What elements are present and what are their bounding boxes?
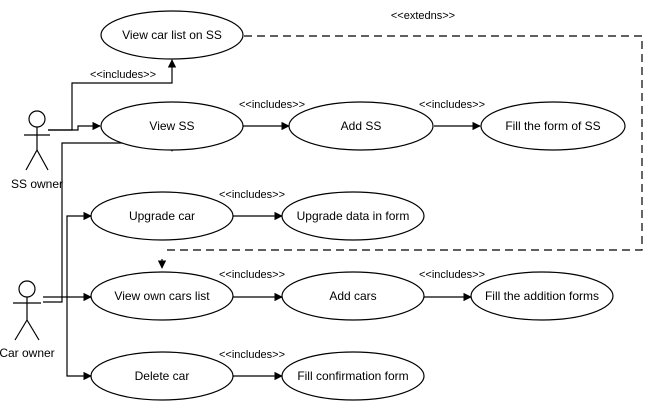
use-case-label: View own cars list (114, 289, 210, 303)
stereotype-includes-addcars: <<includes>> (219, 269, 285, 281)
use-case-label: Add SS (341, 119, 382, 133)
actor-label: Car owner (0, 346, 55, 360)
stereotype-extends: <<extedns>> (391, 10, 455, 22)
use-case-label: Add cars (329, 289, 376, 303)
actor-car-owner[interactable]: Car owner (0, 280, 55, 360)
stereotype-labels: <<extedns>> <<includes>> <<includes>> <<… (90, 10, 485, 361)
actor-leg-icon (26, 319, 40, 341)
use-case-fill-addition-forms[interactable]: Fill the addition forms (470, 271, 614, 321)
stereotype-includes-fillforms: <<includes>> (419, 269, 485, 281)
use-case-fill-confirmation-form[interactable]: Fill confirmation form (281, 351, 425, 401)
edge-extends-dashed (162, 35, 643, 251)
stereotype-includes-upgrade: <<includes>> (219, 189, 285, 201)
use-case-view-ss[interactable]: View SS (100, 101, 244, 151)
use-case-label: Upgrade data in form (297, 209, 410, 223)
use-case-view-car-list-on-ss[interactable]: View car list on SS (100, 10, 244, 60)
actor-head-icon (28, 110, 46, 128)
stereotype-includes-fillform: <<includes>> (419, 99, 485, 111)
actor-ss-owner[interactable]: SS owner (11, 110, 63, 191)
use-case-label: Upgrade car (129, 209, 195, 223)
use-case-label: Fill the addition forms (485, 289, 599, 303)
edge-carowner-upgrade (66, 211, 92, 302)
use-case-label: Delete car (135, 369, 190, 383)
use-case-upgrade-data-in-form[interactable]: Upgrade data in form (281, 191, 425, 241)
use-case-add-ss[interactable]: Add SS (288, 101, 434, 151)
edge-carowner-delete (66, 302, 92, 381)
edge-ssowner-viewss (48, 121, 101, 131)
stereotype-includes-addss: <<includes>> (239, 99, 305, 111)
use-case-view-own-cars-list[interactable]: View own cars list (90, 271, 234, 321)
stereotype-includes-confirm: <<includes>> (219, 349, 285, 361)
actor-leg-icon (25, 149, 38, 171)
actor-leg-icon (36, 149, 49, 171)
use-case-fill-form-of-ss[interactable]: Fill the form of SS (480, 101, 626, 151)
use-case-label: View car list on SS (122, 28, 222, 42)
actor-leg-icon (14, 319, 28, 341)
actor-label: SS owner (11, 177, 63, 191)
use-case-delete-car[interactable]: Delete car (90, 351, 234, 401)
use-case-label: View SS (149, 119, 194, 133)
actor-head-icon (18, 280, 36, 298)
stereotype-includes-viewcarlist: <<includes>> (90, 69, 156, 81)
use-case-label: Fill confirmation form (297, 369, 408, 383)
use-case-upgrade-car[interactable]: Upgrade car (90, 191, 234, 241)
use-case-label: Fill the form of SS (505, 119, 600, 133)
use-case-add-cars[interactable]: Add cars (281, 271, 425, 321)
